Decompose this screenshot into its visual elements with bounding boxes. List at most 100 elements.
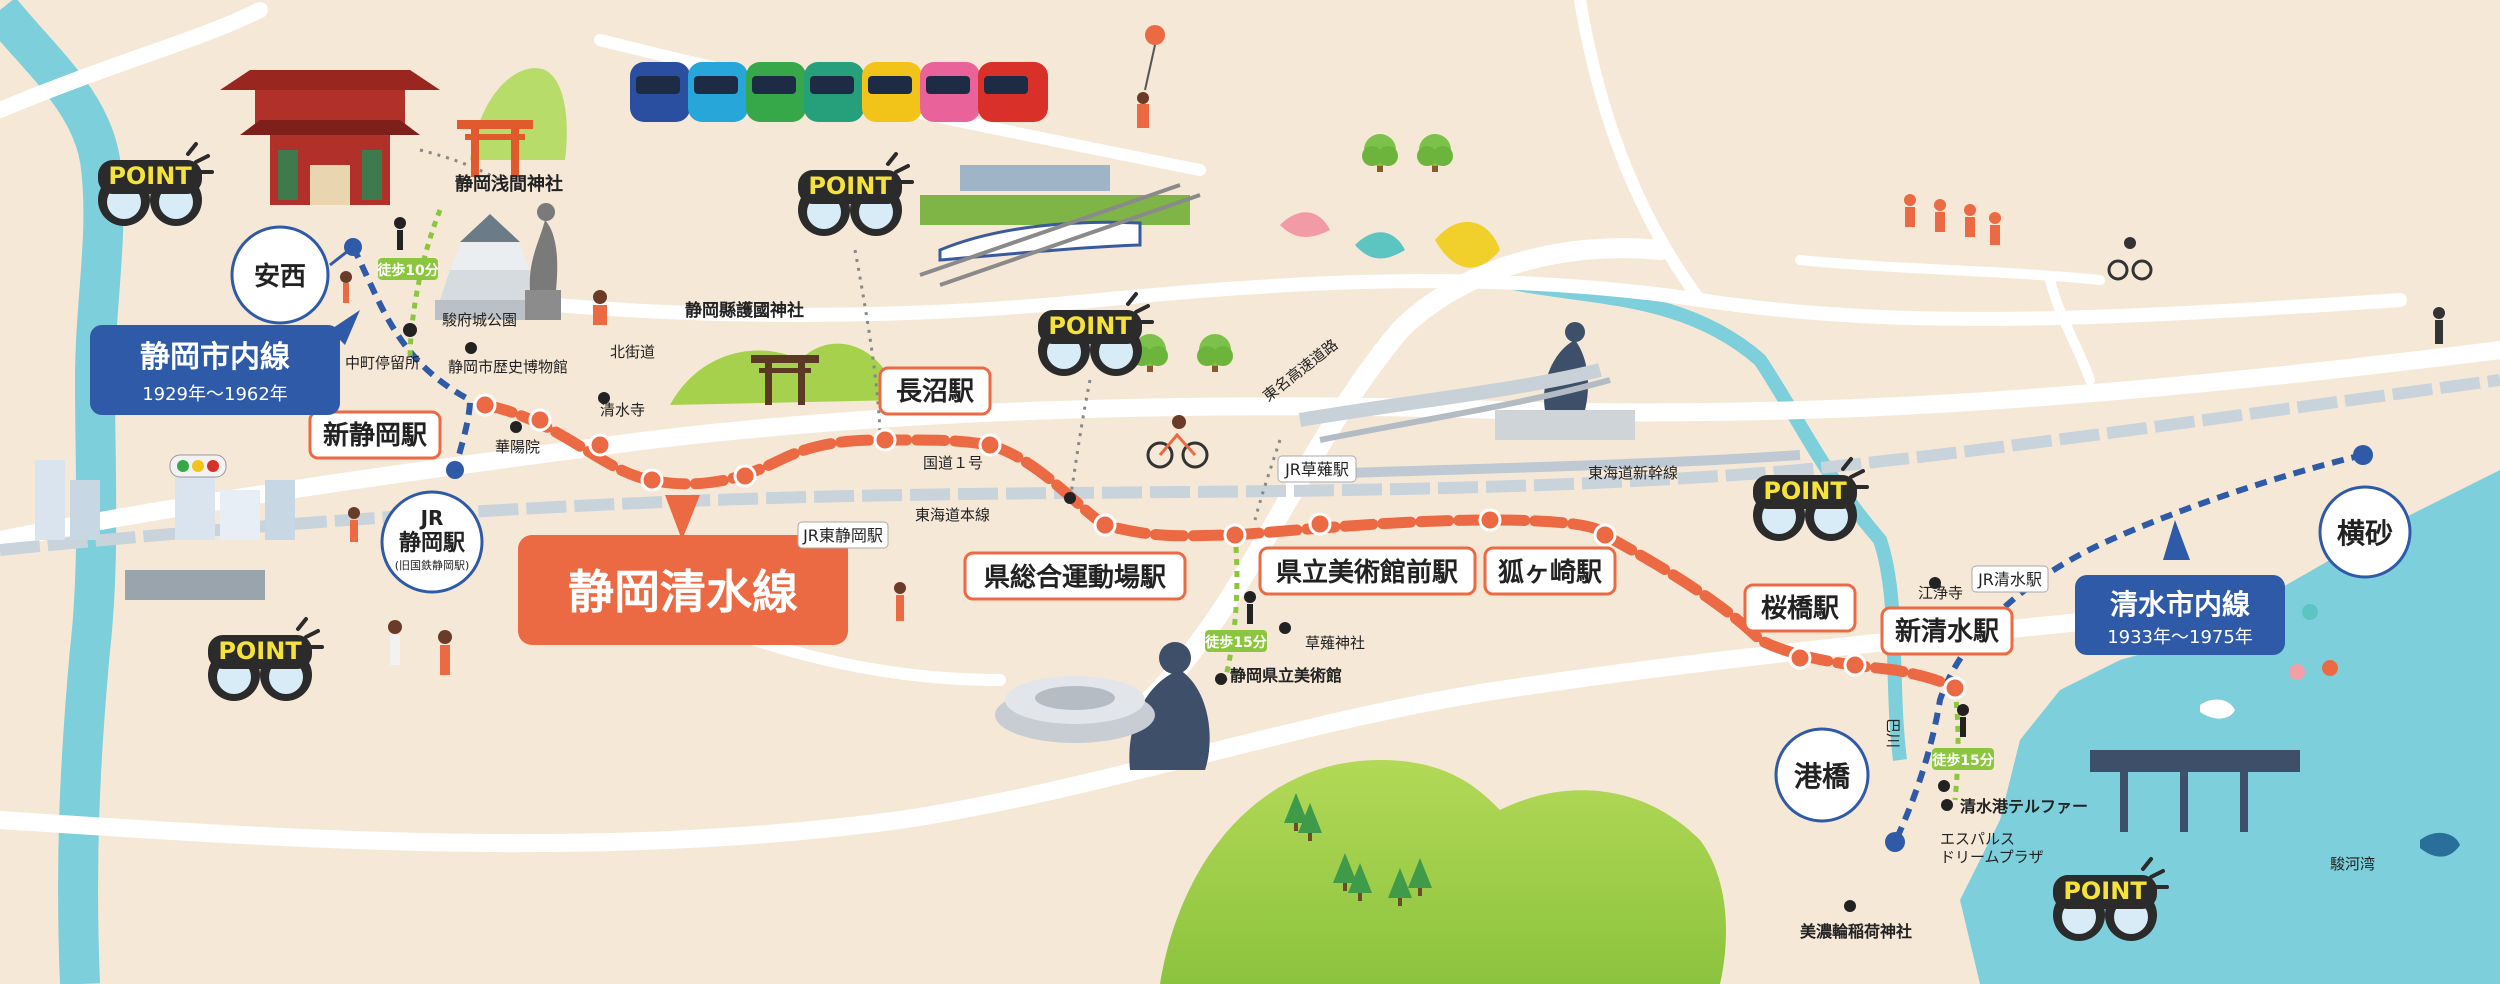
- stop-yokosuna[interactable]: 横砂: [2318, 445, 2412, 579]
- station-naganuma[interactable]: 長沼駅: [878, 366, 992, 416]
- walking-person-icon: [394, 217, 1969, 737]
- place-shimizu-port-telpher: 清水港テルファー: [1960, 797, 2088, 816]
- walk-badge: 徒歩10分: [376, 258, 439, 280]
- walk-time: 徒歩15分: [1204, 634, 1266, 651]
- place-nakamachi-stop: 中町停留所: [345, 354, 420, 372]
- place-tokaido-main-line: 東海道本線: [915, 506, 990, 524]
- place-dots: [403, 323, 1953, 912]
- city-buildings-icon: [35, 460, 295, 600]
- place-sengen-shrine: 静岡浅間神社: [455, 173, 563, 195]
- walk-badge: 徒歩15分: [1931, 748, 1994, 770]
- birds-icon: [1280, 212, 1500, 268]
- point-label: POINT: [808, 172, 892, 200]
- station-name: 新清水駅: [1895, 616, 1999, 647]
- old-line-years: 1929年〜1962年: [142, 384, 288, 405]
- walk-time: 徒歩15分: [1931, 752, 1993, 769]
- kusanagi-overpass-icon: [1298, 363, 1611, 443]
- cyclist-icon: [2107, 237, 2153, 281]
- place-history-museum: 静岡市歴史博物館: [448, 358, 568, 376]
- runners-icon: [1904, 194, 2001, 245]
- station-name: 長沼駅: [896, 377, 974, 407]
- sengen-shrine-building-icon: [220, 70, 440, 205]
- place-seisuiji: 清水寺: [600, 401, 645, 419]
- station-name: 狐ヶ崎駅: [1498, 558, 1602, 588]
- place-art-museum: 静岡県立美術館: [1230, 666, 1342, 685]
- point-marker[interactable]: POINT: [796, 152, 914, 238]
- point-marker[interactable]: POINT: [1036, 292, 1154, 378]
- stadium-icon: [995, 676, 1155, 743]
- stop-jr-shizuoka[interactable]: JR 静岡駅 (旧国鉄静岡駅): [380, 461, 484, 594]
- tokaido-shinkansen: [1279, 450, 1801, 480]
- jr-station-name: JR清水駅: [1977, 570, 2042, 589]
- point-marker[interactable]: POINT: [206, 617, 324, 703]
- point-leaders: [419, 148, 1282, 521]
- suruga-bay-water: [1960, 470, 2500, 984]
- station-name: 桜橋駅: [1761, 594, 1839, 624]
- walk-time: 徒歩10分: [376, 262, 438, 279]
- old-line-years: 1933年〜1975年: [2107, 627, 2253, 648]
- stop-minatobashi[interactable]: 港橋: [1774, 727, 1905, 852]
- train-fleet-icon: [630, 62, 1048, 122]
- jr-kusanagi-label[interactable]: JR草薙駅: [1277, 455, 1357, 483]
- shimizu-port-telpher-icon: [2090, 750, 2300, 832]
- place-kitakaido: 北街道: [610, 343, 655, 361]
- stop-name: 安西: [254, 262, 306, 292]
- shinkansen-icon: [919, 165, 1201, 287]
- point-label: POINT: [108, 162, 192, 190]
- sea-decor-icon: [2200, 604, 2460, 857]
- walk-badge: 徒歩15分: [1204, 630, 1267, 652]
- stop-name-line3: (旧国鉄静岡駅): [395, 558, 470, 572]
- station-name: 新静岡駅: [323, 420, 427, 451]
- place-tomoe-river: 巴川: [1884, 718, 1902, 748]
- stop-name-line2: 静岡駅: [399, 530, 465, 556]
- station-shin-shizuoka[interactable]: 新静岡駅: [308, 410, 442, 460]
- station-sakurabashi[interactable]: 桜橋駅: [1743, 583, 1857, 633]
- shimizu-city-line-label[interactable]: 清水市内線 1933年〜1975年: [2075, 520, 2285, 655]
- point-label: POINT: [1763, 477, 1847, 505]
- traffic-light-icon: [169, 454, 227, 478]
- station-kenritsu[interactable]: 県立美術館前駅: [1258, 546, 1477, 596]
- thinker-statue-large-icon: [1129, 642, 1210, 770]
- shizuoka-shimizu-line-label[interactable]: 静岡清水線: [518, 495, 848, 645]
- jr-higashi-shizuoka-label[interactable]: JR東静岡駅: [797, 521, 889, 549]
- torii-icon: [457, 120, 533, 177]
- shizuoka-city-line-label[interactable]: 静岡市内線 1929年〜1962年: [90, 310, 360, 415]
- point-marker[interactable]: POINT: [2051, 857, 2169, 943]
- place-ejoji: 江浄寺: [1918, 584, 1963, 602]
- station-kitsunegasaki[interactable]: 狐ヶ崎駅: [1483, 546, 1617, 596]
- main-line-name: 静岡清水線: [568, 565, 798, 619]
- point-label: POINT: [2063, 877, 2147, 905]
- cyclist-icon: [1146, 415, 1209, 469]
- point-marker[interactable]: POINT: [96, 142, 214, 228]
- station-shin-shimizu[interactable]: 新清水駅: [1880, 606, 2014, 656]
- place-kayoin: 華陽院: [495, 438, 540, 456]
- ieyasu-statue-icon: [525, 203, 561, 320]
- stop-name: 横砂: [2337, 517, 2393, 550]
- place-minowa-shrine: 美濃輪稲荷神社: [1800, 922, 1912, 941]
- shizuoka-city-line-route: [350, 245, 474, 471]
- stop-name: 港橋: [1794, 760, 1851, 793]
- hill-sunpu: [670, 343, 900, 405]
- stop-name-line1: JR: [419, 506, 444, 530]
- jr-shimizu-label[interactable]: JR清水駅: [1971, 565, 2049, 593]
- castle-icon: [435, 214, 545, 320]
- station-kenso[interactable]: 県総合運動場駅: [963, 551, 1187, 601]
- point-marker[interactable]: POINT: [1751, 457, 1869, 543]
- abe-river: [0, 0, 124, 984]
- gokoku-torii-icon: [751, 355, 819, 405]
- stop-anzai[interactable]: 安西: [230, 225, 362, 325]
- place-s-pulse-line1: エスパルス: [1940, 830, 2015, 848]
- girl-with-balloon-icon: [1137, 25, 1165, 128]
- place-route-1: 国道１号: [923, 454, 983, 472]
- place-sunpu-park: 駿府城公園: [442, 311, 517, 329]
- point-label: POINT: [1048, 312, 1132, 340]
- old-line-name: 静岡市内線: [140, 340, 290, 375]
- point-label: POINT: [218, 637, 302, 665]
- station-name: 県立美術館前駅: [1276, 557, 1458, 588]
- place-tokaido-shinkansen: 東海道新幹線: [1588, 464, 1678, 482]
- place-gokoku-shrine: 静岡縣護國神社: [685, 300, 804, 321]
- place-suruga-bay: 駿河湾: [2330, 855, 2375, 873]
- route-stops: [473, 393, 1967, 700]
- jr-station-name: JR東静岡駅: [802, 526, 883, 545]
